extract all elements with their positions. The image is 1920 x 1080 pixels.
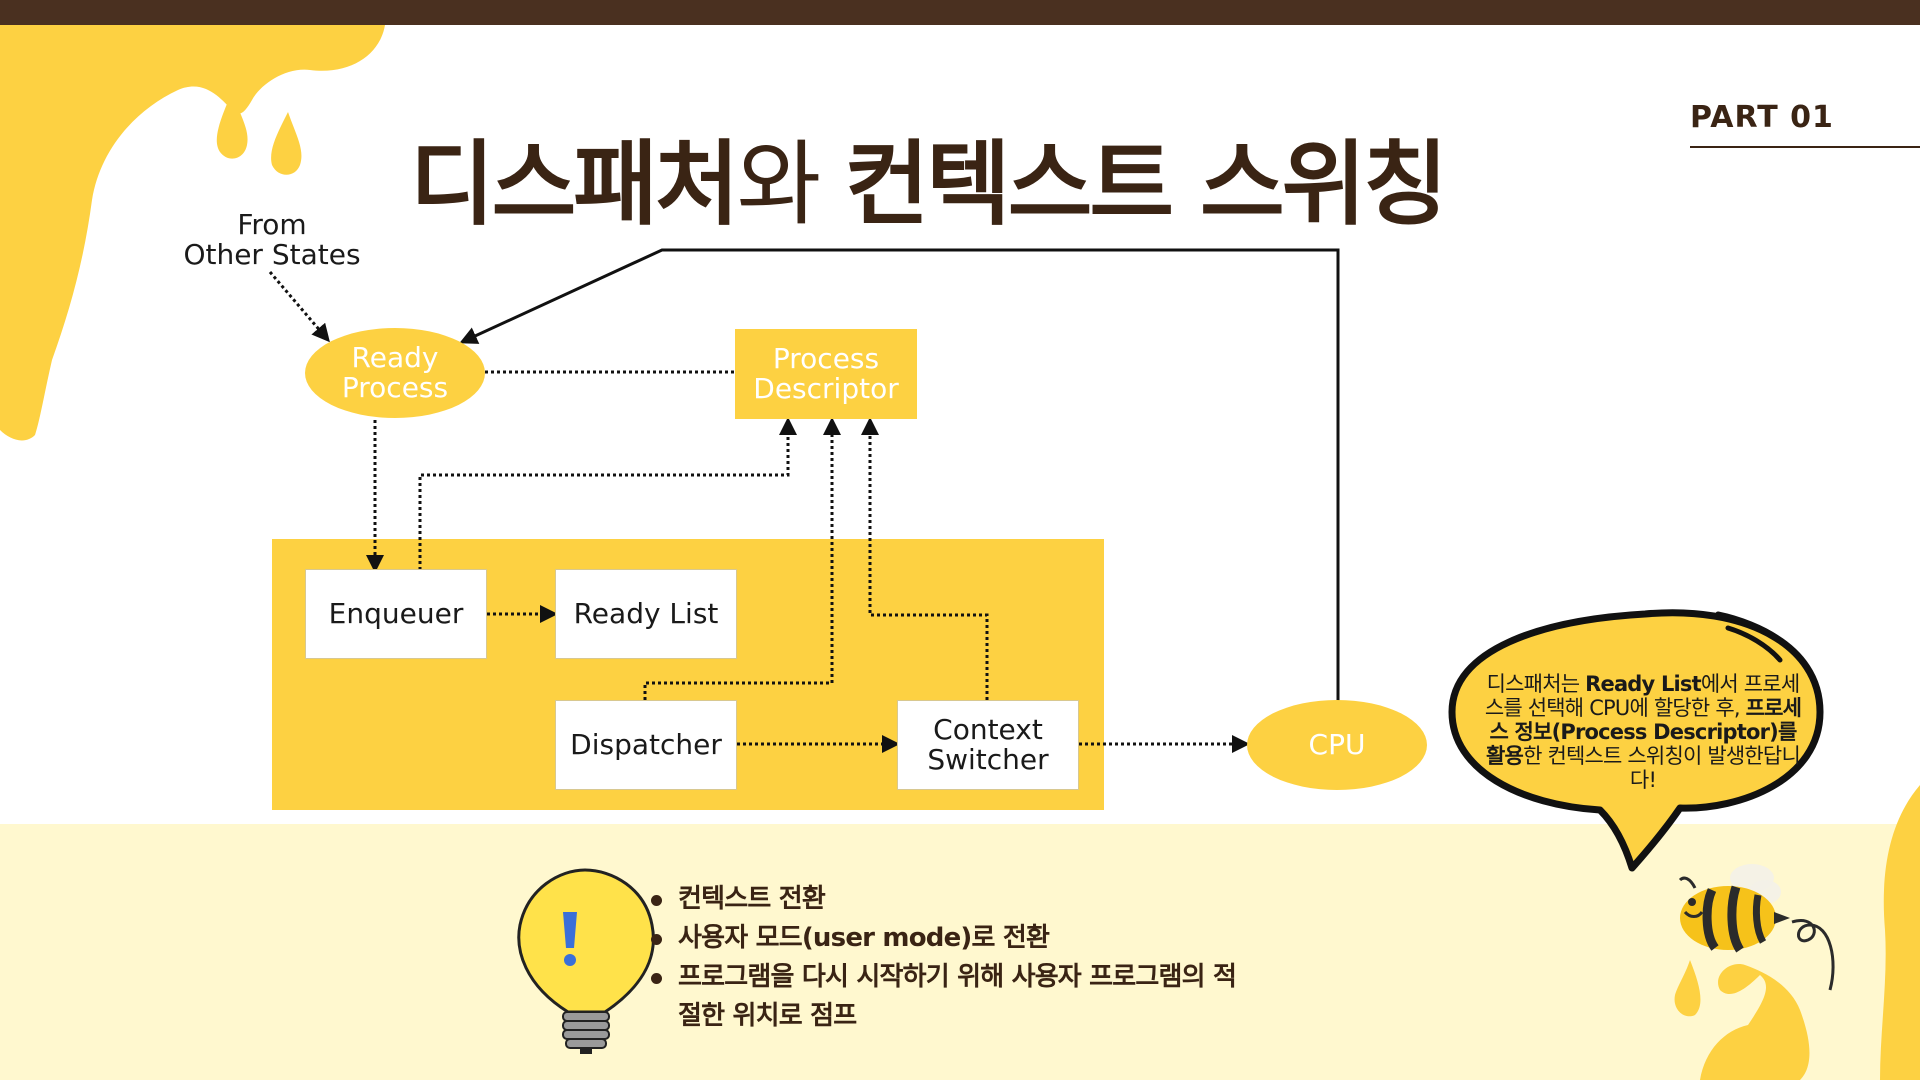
speech-bubble-text: 디스패처는 Ready List에서 프로세스를 선택해 CPU에 할당한 후,… bbox=[1484, 672, 1802, 792]
ready-process-node: Ready Process bbox=[305, 328, 485, 418]
list-item: 컨텍스트 전환 bbox=[648, 880, 1248, 919]
title-part-2: 와 bbox=[736, 131, 845, 238]
honey-drip-icon bbox=[0, 25, 1920, 1080]
process-descriptor-node: Process Descriptor bbox=[735, 329, 917, 419]
enqueuer-node: Enqueuer bbox=[305, 569, 487, 659]
top-bar bbox=[0, 0, 1920, 25]
list-item: 프로그램을 다시 시작하기 위해 사용자 프로그램의 적절한 위치로 점프 bbox=[648, 958, 1248, 1036]
bottom-band bbox=[0, 824, 1920, 1080]
part-label: PART 01 bbox=[1690, 100, 1834, 135]
bee-icon bbox=[1678, 864, 1835, 991]
ready-list-node: Ready List bbox=[555, 569, 737, 659]
page-title: 디스패처와 컨텍스트 스위칭 bbox=[410, 130, 1530, 240]
lightbulb-icon bbox=[517, 868, 655, 1054]
dispatcher-node: Dispatcher bbox=[555, 700, 737, 790]
context-switcher-node: Context Switcher bbox=[897, 700, 1079, 790]
dispatcher-descriptor-link bbox=[643, 417, 841, 700]
title-part-1: 디스패처 bbox=[410, 131, 740, 238]
from-other-states-arrow bbox=[268, 271, 330, 343]
switcher-descriptor-link bbox=[861, 417, 996, 715]
summary-bullet-list: 컨텍스트 전환 사용자 모드(user mode)로 전환 프로그램을 다시 시… bbox=[648, 880, 1248, 1036]
cpu-return-line bbox=[459, 248, 1340, 705]
from-other-states-label: From Other States bbox=[183, 208, 361, 271]
speech-bubble-icon bbox=[1448, 609, 1824, 872]
cpu-node: CPU bbox=[1247, 700, 1427, 790]
list-item: 사용자 모드(user mode)로 전환 bbox=[648, 919, 1248, 958]
part-underline bbox=[1690, 146, 1920, 148]
enqueuer-descriptor-link bbox=[411, 417, 797, 585]
title-part-3: 컨텍스트 스위칭 bbox=[844, 131, 1448, 238]
